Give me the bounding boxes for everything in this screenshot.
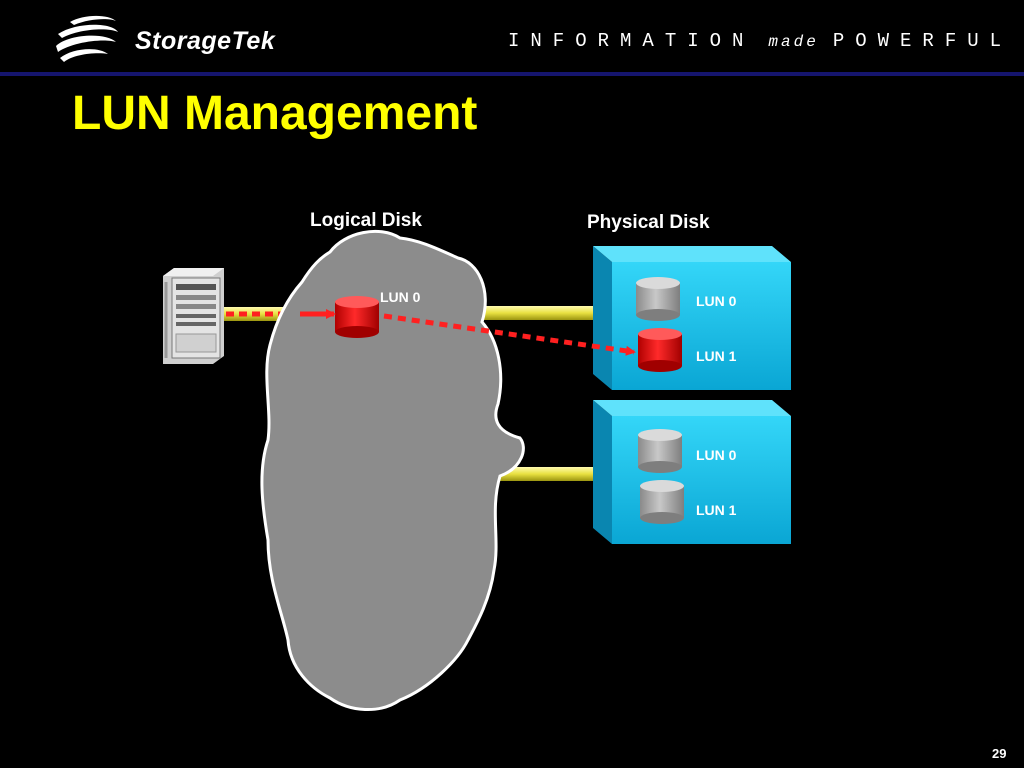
tagline: INFORMATION made POWERFUL xyxy=(508,30,1012,52)
header-bar xyxy=(0,0,1024,74)
brand-name: StorageTek xyxy=(135,27,276,55)
array-bottom-lun1-cylinder xyxy=(640,480,684,524)
physical-array-top xyxy=(593,246,791,390)
logical-lun0-cylinder xyxy=(335,296,379,338)
tagline-made: made xyxy=(768,33,819,51)
array-top-lun1-label: LUN 1 xyxy=(696,348,737,364)
page-title: LUN Management xyxy=(72,87,478,140)
array-bottom-lun0-label: LUN 0 xyxy=(696,447,737,463)
logical-disk-label: Logical Disk xyxy=(310,210,422,231)
storagetek-logo-icon xyxy=(56,15,118,62)
physical-disk-label: Physical Disk xyxy=(587,212,710,233)
lun-mapping-arrow xyxy=(383,313,636,356)
array-top-lun0-cylinder xyxy=(636,277,680,321)
array-bottom-lun1-label: LUN 1 xyxy=(696,502,737,518)
array-top-lun1-cylinder xyxy=(638,328,682,372)
tagline-information: INFORMATION xyxy=(508,30,755,52)
array-top-link-bar xyxy=(470,306,606,320)
array-top-lun0-label: LUN 0 xyxy=(696,293,737,309)
header-divider xyxy=(0,72,1024,76)
physical-array-bottom xyxy=(593,400,791,544)
logical-disk-cloud xyxy=(260,230,525,712)
logical-lun0-label: LUN 0 xyxy=(380,289,421,305)
array-bottom-lun0-cylinder xyxy=(638,429,682,473)
tagline-powerful: POWERFUL xyxy=(832,30,1013,52)
page-number: 29 xyxy=(992,746,1007,761)
server-icon xyxy=(163,268,224,364)
